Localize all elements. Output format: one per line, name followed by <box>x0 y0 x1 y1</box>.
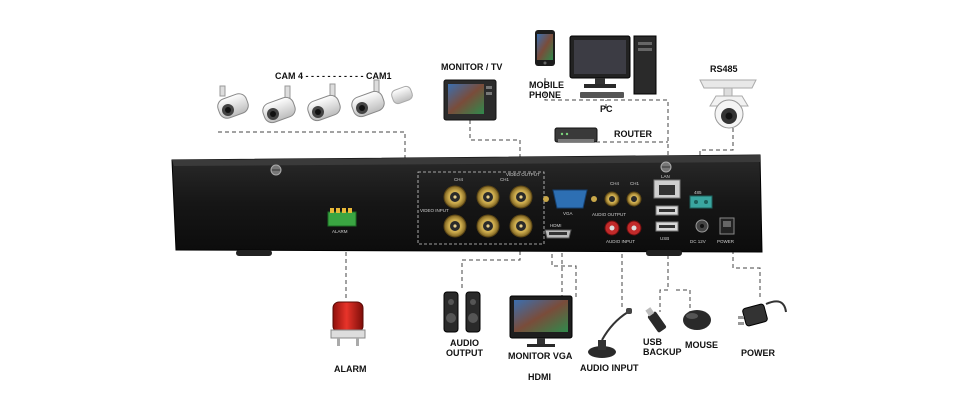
label-rs485: RS485 <box>710 64 738 74</box>
bnc-audio-1-icon[interactable] <box>604 191 620 207</box>
rs485-terminal-icon <box>689 195 713 209</box>
monitor-vga-hdmi: MONITOR VGA HDMI <box>508 295 573 382</box>
bnc-ch2-icon[interactable] <box>443 214 467 238</box>
speaker-left-icon <box>443 291 459 333</box>
rca-audio-input-icon[interactable] <box>626 220 642 236</box>
power-adapter-icon <box>738 300 787 327</box>
mouse-icon <box>683 310 711 330</box>
label-audio-output-1: AUDIO <box>450 338 479 348</box>
label-mouse: MOUSE <box>685 340 718 350</box>
router-icon <box>554 127 598 143</box>
panel-label-usb: USB <box>660 236 669 241</box>
audio-input-device: AUDIO INPUT <box>580 308 639 373</box>
panel-label-dc12v: DC 12V <box>690 239 706 244</box>
panel-label-audio-ch1: CH1 <box>630 181 639 186</box>
panel-label-ch1: CH1 <box>500 177 509 182</box>
label-audio-output-2: OUTPUT <box>446 348 484 358</box>
alarm-terminal <box>327 211 357 227</box>
label-monitor-tv: MONITOR / TV <box>441 62 502 72</box>
bullet-camera-2-icon <box>307 83 341 122</box>
alarm-terminal-block[interactable]: ALARM <box>327 208 357 234</box>
panel-label-audio-input: AUDIO INPUT <box>606 239 635 244</box>
microphone-icon <box>588 308 632 358</box>
mobile-phone-icon <box>535 30 555 66</box>
chassis-top-edge <box>172 155 760 166</box>
panel-label-lan: LAN <box>661 174 670 179</box>
bnc-ch3-icon[interactable] <box>476 185 500 209</box>
ptz-dome-camera-icon <box>699 79 757 129</box>
label-audio-input: AUDIO INPUT <box>580 363 639 373</box>
panel-label-video-output: VIDEO OUTPUT <box>506 172 540 177</box>
label-cam-range: CAM 4 - - - - - - - - - - - CAM1 <box>275 71 391 81</box>
panel-label-ch4: CH4 <box>454 177 463 182</box>
bnc-audio-2-icon[interactable] <box>626 191 642 207</box>
chassis-foot-right <box>646 250 682 256</box>
panel-label-vga: VGA <box>563 211 573 216</box>
line-audio-output <box>461 238 521 288</box>
alarm-device: ALARM <box>330 301 367 374</box>
power-adapter: POWER <box>738 300 787 358</box>
cameras: CAM 4 - - - - - - - - - - - CAM1 <box>217 71 413 124</box>
vga-connector-icon <box>552 189 588 209</box>
panel-label-audio-output: AUDIO OUTPUT <box>592 212 626 217</box>
label-usb-backup-2: BACKUP <box>643 347 682 357</box>
label-pc: PC <box>600 104 613 114</box>
alarm-siren-icon <box>330 301 366 346</box>
label-hdmi: HDMI <box>528 372 551 382</box>
video-port-group-outline <box>417 171 545 245</box>
line-network-top <box>544 78 669 168</box>
audio-output-device: AUDIO OUTPUT <box>443 291 484 358</box>
chassis-foot-left <box>236 250 272 256</box>
bnc-ch1-icon[interactable] <box>476 214 500 238</box>
bnc-connectors[interactable] <box>443 185 533 238</box>
dvr-rear-panel: ALARM CH4 CH1 VIDEO OUTPUT VIDEO INPUT <box>171 154 763 256</box>
panel-label-hdmi: HDMI <box>550 223 562 228</box>
bnc-spot-output-icon[interactable] <box>509 214 533 238</box>
usb-drive-icon <box>645 307 667 333</box>
line-monitor-tv <box>469 120 521 168</box>
chassis <box>171 154 763 253</box>
line-mouse <box>676 289 691 312</box>
bullet-camera-4-icon <box>217 85 249 119</box>
rca-audio-output-icon[interactable] <box>604 220 620 236</box>
monitor-tv: MONITOR / TV <box>441 62 502 121</box>
hdmi-port[interactable]: HDMI <box>544 223 572 239</box>
panel-label-video-input: VIDEO INPUT <box>420 208 449 213</box>
label-usb-backup-1: USB <box>643 337 663 347</box>
bnc-ch4-icon[interactable] <box>443 185 467 209</box>
line-hdmi <box>551 240 577 300</box>
label-power: POWER <box>741 348 776 358</box>
lcd-monitor-icon <box>509 295 573 347</box>
audio-ports[interactable]: CH4 CH1 AUDIO OUTPUT AUDIO INPUT <box>592 181 642 244</box>
label-alarm: ALARM <box>334 364 367 374</box>
panel-label-audio-ch: CH4 <box>610 181 619 186</box>
label-mobile-1: MOBILE <box>529 80 564 90</box>
power-input[interactable]: DC 12V POWER <box>690 217 735 244</box>
line-usb <box>659 248 669 312</box>
panel-label-485: 485 <box>694 190 702 195</box>
label-router: ROUTER <box>614 129 653 139</box>
pc-icon <box>569 35 657 98</box>
bnc-video-output-icon[interactable] <box>509 185 533 209</box>
speaker-right-icon <box>465 291 481 333</box>
rs485-ptz-camera: RS485 <box>699 64 757 129</box>
bullet-camera-3-icon <box>262 85 296 124</box>
panel-label-alarm: ALARM <box>332 229 348 234</box>
usb-devices: USB BACKUP MOUSE <box>643 307 718 357</box>
rs485-terminal[interactable]: 485 <box>689 190 713 209</box>
panel-label-power-switch: POWER <box>717 239 735 244</box>
network-devices: MOBILE PHONE PC ROUTER <box>529 30 657 143</box>
label-monitor-vga: MONITOR VGA <box>508 351 573 361</box>
bullet-camera-1-icon <box>351 79 413 118</box>
vga-port[interactable]: VGA <box>543 189 597 216</box>
label-mobile-2: PHONE <box>529 90 561 100</box>
lan-usb-ports[interactable]: LAN USB <box>653 174 681 241</box>
